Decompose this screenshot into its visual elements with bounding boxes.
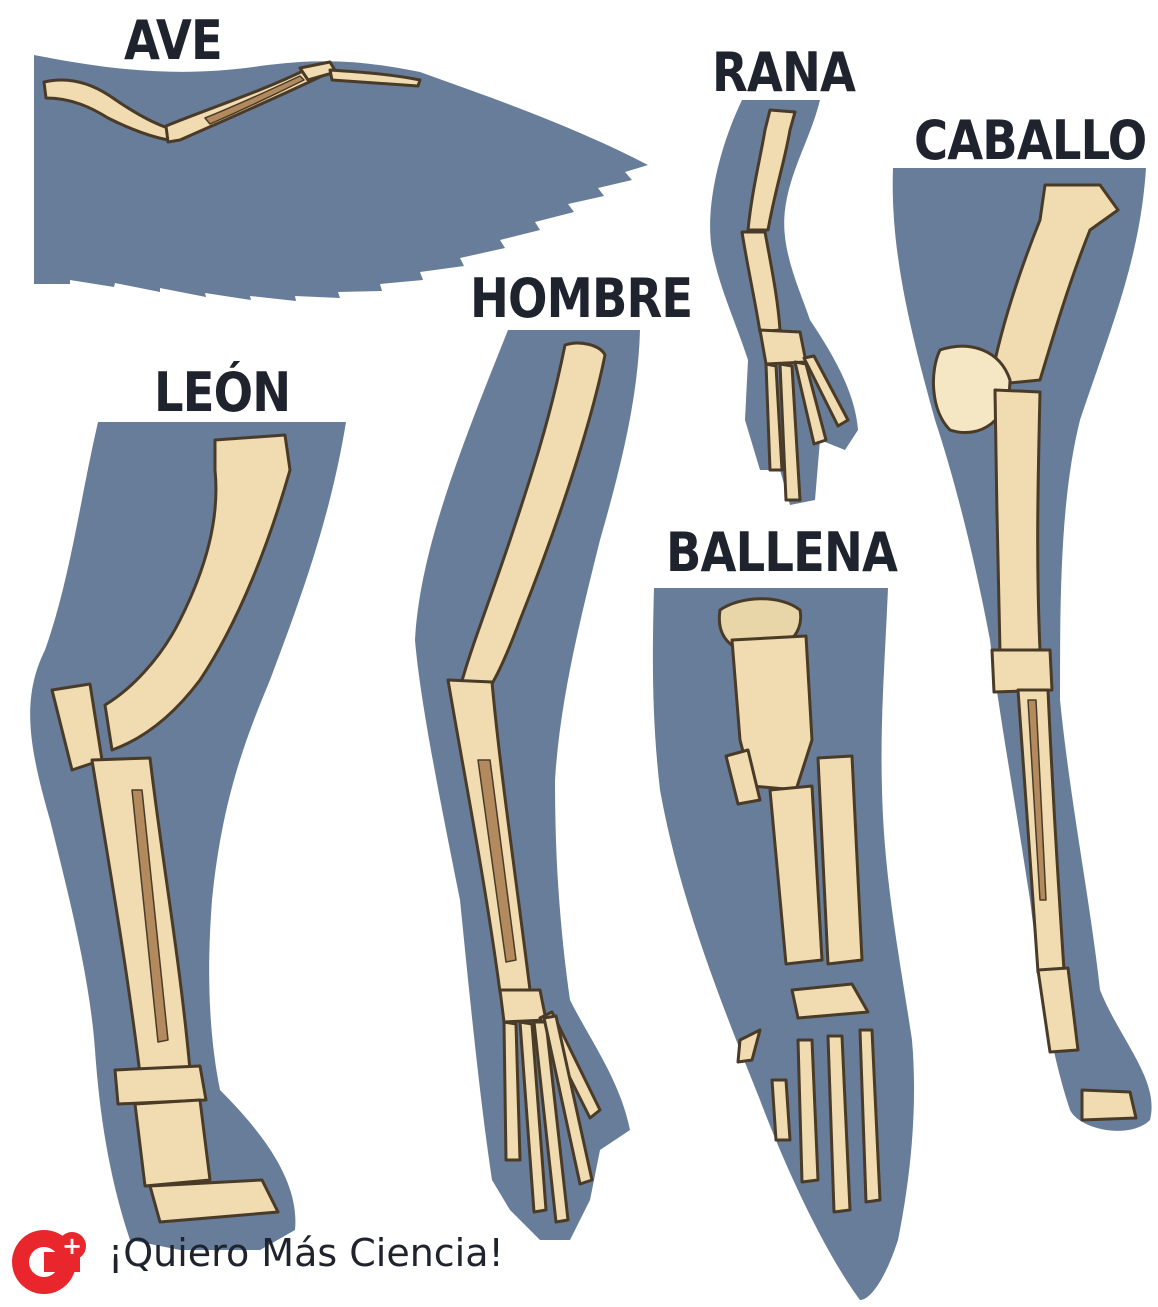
- lion-carpals: [115, 1066, 206, 1104]
- human-finger-1: [504, 1022, 520, 1160]
- horse-carpals: [992, 650, 1052, 692]
- lion-limb: [30, 422, 346, 1250]
- whale-flipper: [653, 588, 914, 1300]
- whale-carpals: [792, 984, 868, 1018]
- horse-radius: [995, 390, 1040, 652]
- horse-hoof: [1082, 1090, 1136, 1120]
- label-lion: LEÓN: [154, 366, 290, 420]
- bird-wing-silhouette: [34, 55, 648, 301]
- label-whale: BALLENA: [666, 526, 897, 580]
- label-bird: AVE: [124, 14, 222, 68]
- label-frog: RANA: [712, 46, 855, 100]
- bird-wing: [34, 55, 648, 301]
- frog-carpals: [760, 330, 806, 364]
- frog-limb: [710, 100, 858, 505]
- lion-metacarpals: [135, 1100, 210, 1186]
- label-horse: CABALLO: [914, 114, 1146, 168]
- brand: ¡Quiero Más Ciencia!: [10, 1218, 504, 1288]
- human-arm: [415, 330, 640, 1240]
- whale-phalanges-1: [772, 1080, 790, 1140]
- brand-logo-spacer: [10, 1218, 96, 1288]
- brand-text: ¡Quiero Más Ciencia!: [108, 1231, 504, 1275]
- label-human: HOMBRE: [470, 272, 692, 326]
- horse-limb: [893, 168, 1152, 1131]
